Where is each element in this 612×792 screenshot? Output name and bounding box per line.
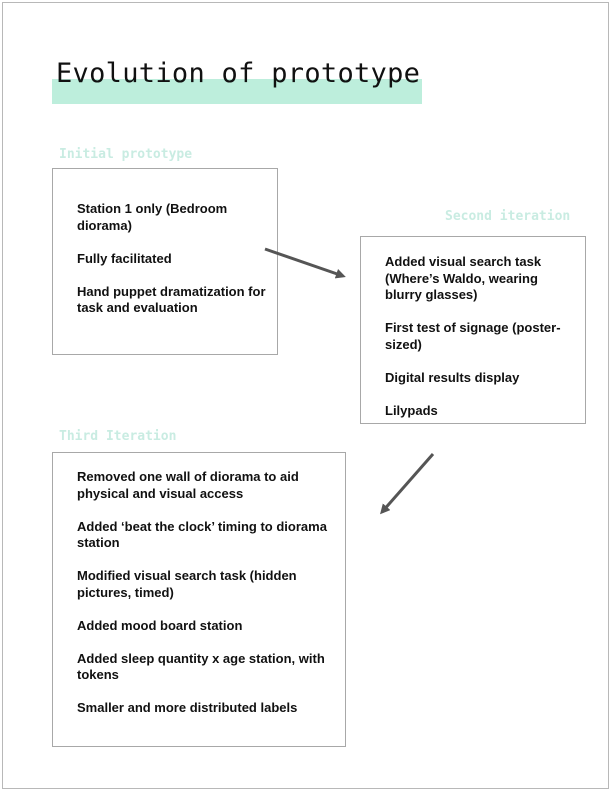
list-item: Added ‘beat the clock’ timing to diorama… [77,518,327,551]
page-title: Evolution of prototype [56,58,421,89]
second-iteration-box: Added visual search task (Where’s Waldo,… [360,236,586,424]
list-item: Added mood board station [77,617,243,633]
initial-prototype-box: Station 1 only (Bedroom diorama) Fully f… [52,168,278,355]
list-item: Modified visual search task (hidden pict… [77,568,297,600]
list-item: Added visual search task (Where’s Waldo,… [385,254,542,302]
section-label-second: Second iteration [445,209,571,224]
list-item: Station 1 only (Bedroom diorama) [77,201,228,233]
list-item: Lilypads [385,402,438,418]
section-label-initial: Initial prototype [59,147,193,162]
list-item: Hand puppet dramatization for task and e… [77,283,266,316]
list-item: Fully facilitated [77,250,172,266]
section-label-third: Third Iteration [59,429,177,444]
list-item: Removed one wall of diorama to aid physi… [77,469,299,501]
list-item: First test of signage (poster-sized) [385,320,561,352]
list-item: Smaller and more distributed labels [77,700,298,715]
third-iteration-box: Removed one wall of diorama to aid physi… [52,452,346,747]
list-item: Added sleep quantity x age station, with… [77,650,325,683]
list-item: Digital results display [385,369,520,385]
title-highlight [52,79,422,104]
